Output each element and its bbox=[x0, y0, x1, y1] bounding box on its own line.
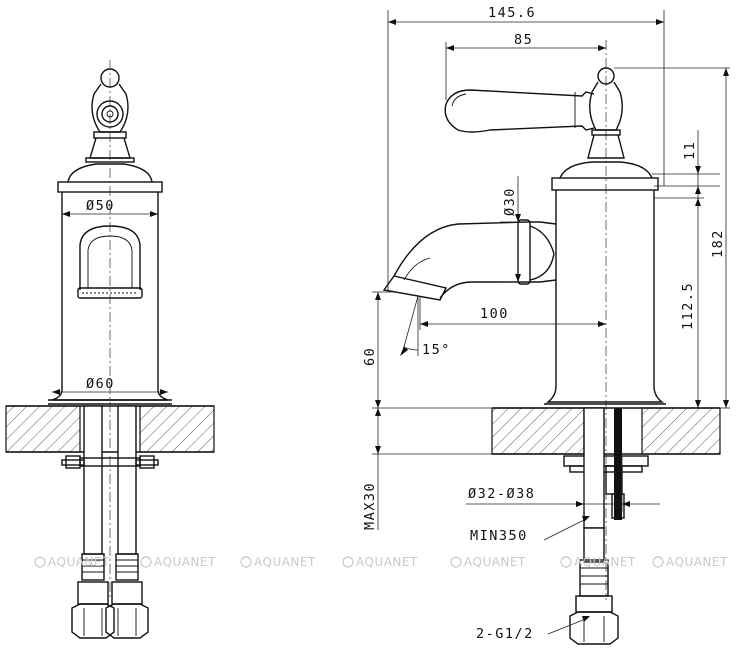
watermark-logo: AQUANET bbox=[560, 555, 636, 569]
label-body-height: 112.5 bbox=[680, 282, 696, 330]
watermark-logo: AQUANET bbox=[342, 555, 418, 569]
watermark-text: AQUANET bbox=[48, 555, 110, 569]
dim-body-height: 112.5 bbox=[654, 197, 704, 408]
label-base-diameter: Ø60 bbox=[86, 376, 115, 392]
watermark-text: AQUANET bbox=[254, 555, 316, 569]
watermark-logo: AQUANET bbox=[140, 555, 216, 569]
side-spout bbox=[382, 219, 557, 301]
dim-spout-height: 60 bbox=[362, 291, 394, 408]
watermark-logo: AQUANET bbox=[652, 555, 728, 569]
side-knob bbox=[587, 67, 625, 159]
dim-handle-reach: 85 bbox=[445, 32, 606, 100]
watermark-logo: AQUANET bbox=[450, 555, 526, 569]
watermark-text: AQUANET bbox=[154, 555, 216, 569]
watermark-text: AQUANET bbox=[356, 555, 418, 569]
dim-hose-length: MIN350 bbox=[470, 516, 590, 544]
side-view: 145.6 85 Ø30 100 bbox=[362, 5, 730, 645]
dim-total-height: 182 bbox=[614, 67, 730, 409]
label-max-deck-thickness: MAX30 bbox=[362, 482, 378, 530]
front-hoses bbox=[61, 60, 159, 639]
watermark-logo: AQUANET bbox=[34, 555, 110, 569]
watermark-logo: AQUANET bbox=[240, 555, 316, 569]
label-spout-angle: 15° bbox=[422, 342, 451, 358]
dim-collar-height: 11 bbox=[652, 130, 720, 198]
label-handle-reach: 85 bbox=[514, 32, 533, 48]
front-view: Ø50 Ø60 bbox=[5, 60, 215, 639]
label-spout-diameter: Ø30 bbox=[502, 187, 518, 216]
label-spout-height: 60 bbox=[362, 347, 378, 366]
front-countertop-right bbox=[139, 405, 215, 453]
side-countertop-left bbox=[491, 407, 585, 455]
label-spout-reach: 100 bbox=[480, 306, 509, 322]
watermark-text: AQUANET bbox=[464, 555, 526, 569]
label-body-top-diameter: Ø50 bbox=[86, 198, 115, 214]
watermark-text: AQUANET bbox=[574, 555, 636, 569]
watermark-text: AQUANET bbox=[666, 555, 728, 569]
dim-spout-diameter: Ø30 bbox=[500, 176, 528, 283]
side-body bbox=[544, 161, 666, 405]
side-countertop-right bbox=[641, 407, 721, 455]
label-hose-length: MIN350 bbox=[470, 528, 528, 544]
side-mounting-hardware bbox=[563, 407, 649, 645]
label-thread: 2-G1/2 bbox=[476, 626, 534, 642]
dim-thread: 2-G1/2 bbox=[476, 616, 590, 642]
side-lever-handle bbox=[444, 89, 595, 133]
label-total-width: 145.6 bbox=[488, 5, 536, 21]
dim-max-deck-thickness: MAX30 bbox=[362, 407, 492, 530]
dim-spout-reach: 100 bbox=[419, 296, 606, 330]
label-collar-height: 11 bbox=[682, 141, 698, 160]
front-countertop-left bbox=[5, 405, 81, 453]
dim-hole-diameter: Ø32-Ø38 bbox=[466, 456, 660, 512]
watermark-row: AQUANET AQUANET AQUANET AQUANET AQUANET … bbox=[34, 555, 728, 569]
dim-total-width: 145.6 bbox=[387, 5, 665, 290]
label-total-height: 182 bbox=[710, 229, 726, 258]
dim-spout-angle: 15° bbox=[400, 295, 451, 358]
label-hole-diameter: Ø32-Ø38 bbox=[468, 486, 535, 502]
